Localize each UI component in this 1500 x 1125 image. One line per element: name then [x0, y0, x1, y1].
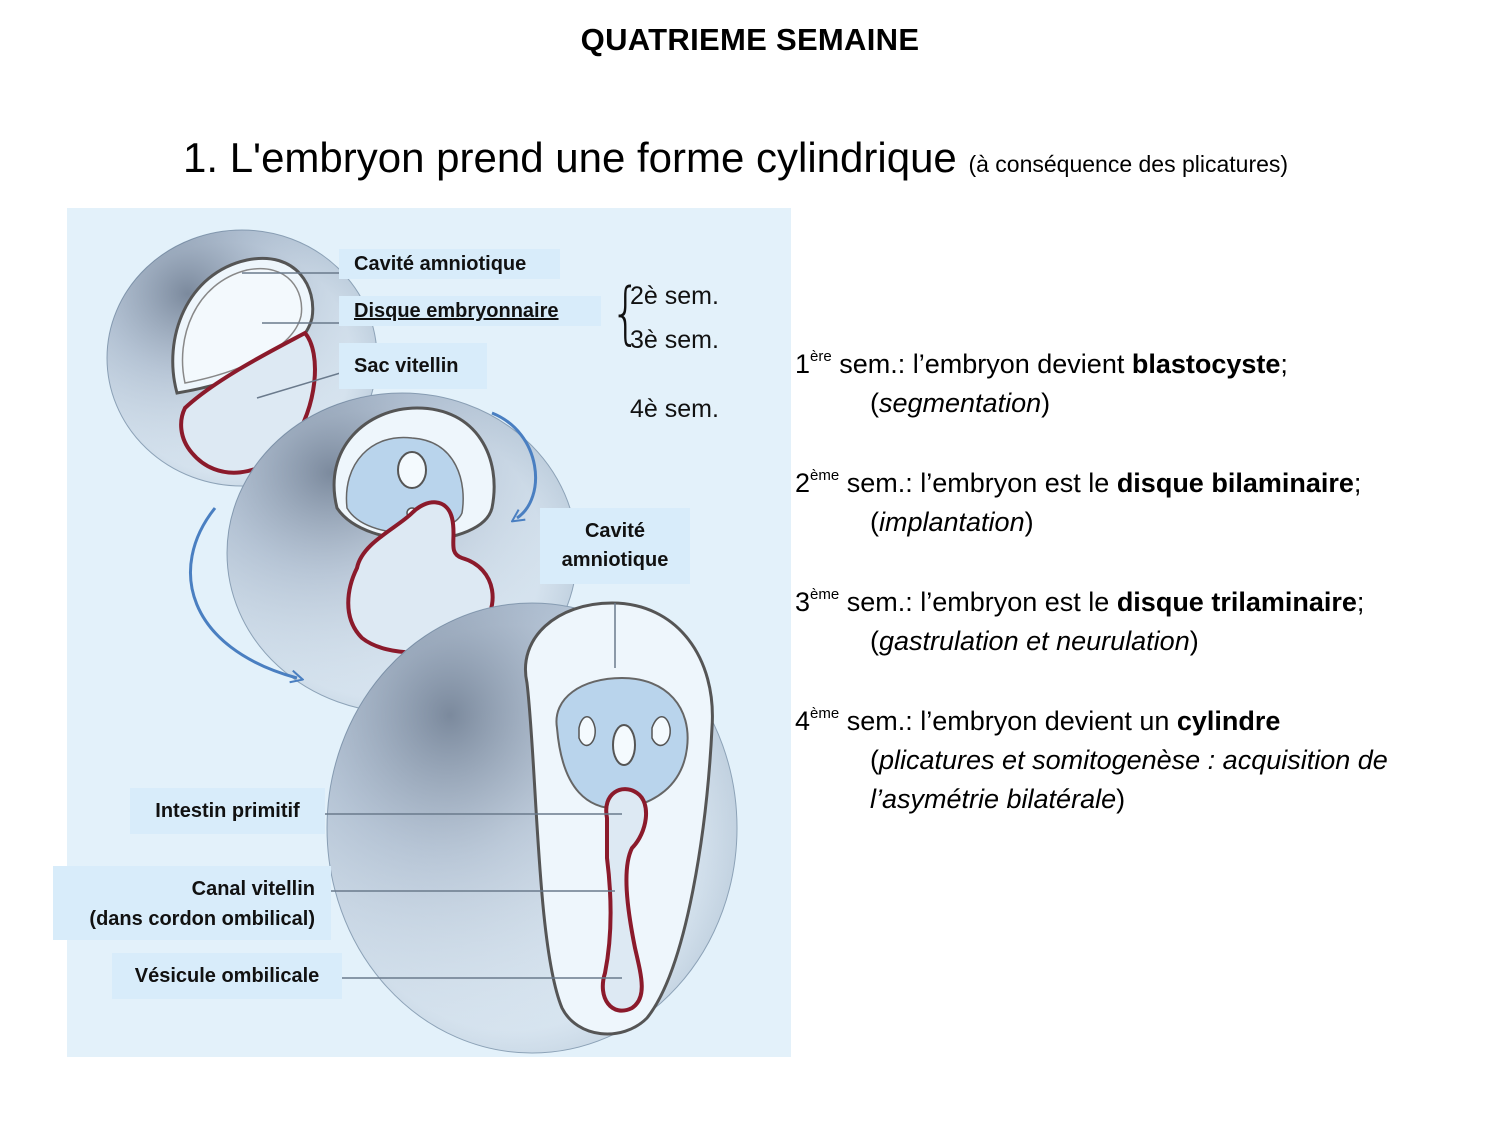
summary-week-2-detail: (implantation): [870, 507, 1034, 537]
slide-header: QUATRIEME SEMAINE: [580, 22, 920, 57]
title-main: 1. L'embryon prend une forme cylindrique: [183, 134, 957, 181]
summary-week-3: 3ème sem.: l’embryon est le disque trila…: [795, 583, 1485, 661]
label-cavite-amniotique-mid: Cavité amniotique: [540, 508, 690, 584]
summary-week-4-line: 4ème sem.: l’embryon devient un cylindre: [795, 705, 1281, 736]
label-intestin-primitif: Intestin primitif: [130, 788, 325, 834]
curved-arrow-right-icon: [491, 411, 538, 518]
summary-week-1-detail: (segmentation): [870, 388, 1051, 418]
summary-week-1: 1ère sem.: l’embryon devient blastocyste…: [795, 345, 1485, 423]
week-marker-2: 2è sem.: [630, 282, 719, 310]
week-marker-4: 4è sem.: [630, 395, 719, 423]
label-canal-vitellin: Canal vitellin (dans cordon ombilical): [53, 866, 331, 940]
label-disque-embryonnaire: Disque embryonnaire: [339, 296, 601, 326]
label-sac-vitellin: Sac vitellin: [339, 343, 487, 389]
embryo-week3-folding: [226, 392, 578, 714]
summary-week-2-line: 2ème sem.: l’embryon est le disque bilam…: [795, 467, 1362, 498]
weekly-summary: 1ère sem.: l’embryon devient blastocyste…: [795, 345, 1485, 860]
title-subtitle: (à conséquence des plicatures): [968, 151, 1289, 177]
summary-week-2: 2ème sem.: l’embryon est le disque bilam…: [795, 464, 1485, 542]
label-vesicule-ombilicale: Vésicule ombilicale: [112, 953, 342, 999]
embryo-diagram: Cavité amniotique Disque embryonnaire Sa…: [53, 208, 791, 1057]
week-marker-3: 3è sem.: [630, 326, 719, 354]
summary-week-4: 4ème sem.: l’embryon devient un cylindre…: [795, 702, 1485, 819]
embryo-week4-cylinder: [322, 601, 738, 1054]
slide-title: 1. L'embryon prend une forme cylindrique…: [183, 134, 1288, 182]
label-cavite-amniotique-top: Cavité amniotique: [339, 249, 560, 279]
summary-week-4-detail: (plicatures et somitogenèse : acquisitio…: [870, 745, 1388, 814]
brace-icon: {: [610, 274, 641, 353]
summary-week-3-line: 3ème sem.: l’embryon est le disque trila…: [795, 586, 1365, 617]
curved-arrow-left-icon: [189, 507, 297, 678]
summary-week-1-line: 1ère sem.: l’embryon devient blastocyste…: [795, 348, 1288, 379]
summary-week-3-detail: (gastrulation et neurulation): [870, 626, 1199, 656]
